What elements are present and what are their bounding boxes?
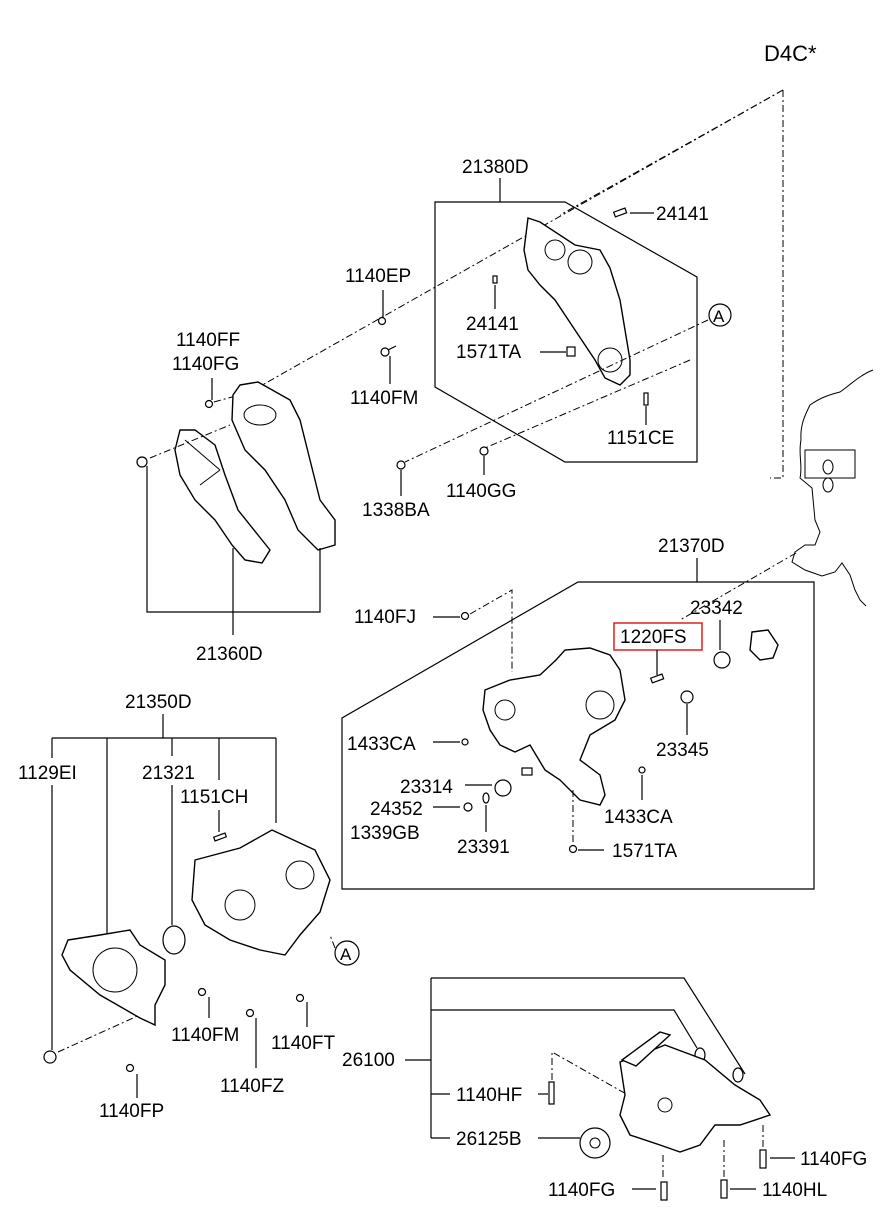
ref-marker-A-top (708, 303, 732, 327)
part-label-23391: 23391 (457, 837, 510, 858)
part-label-1151CH: 1151CH (180, 787, 248, 808)
engine-code-label: D4C* (764, 41, 817, 66)
part-label-23345: 23345 (656, 740, 709, 761)
assembly-label-21370D: 21370D (658, 536, 725, 557)
ref-marker-A-bottom-label: A (340, 945, 352, 964)
part-label-1140HF: 1140HF (456, 1085, 522, 1106)
engine-block-outline (791, 369, 874, 607)
part-label-23342: 23342 (690, 598, 743, 619)
group-21380D: 21380D 24141 1140EP 24141 1571TA 1140FM … (345, 157, 732, 521)
main-case-part (191, 829, 331, 956)
highlight-box-1220FS (613, 622, 703, 651)
part-label-23314: 23314 (400, 777, 453, 798)
part-label-1140GG: 1140GG (446, 481, 516, 502)
part-label-21321: 21321 (142, 763, 195, 784)
group-26100: 26100 1140HF 26125B 1140FG 1140FG 1140H (342, 977, 867, 1201)
assembly-label-26100: 26100 (342, 1050, 395, 1071)
group-21370D: 21370D 1140FJ 23342 1220FS 23345 1433CA … (341, 536, 815, 890)
assembly-label-21360D: 21360D (196, 644, 263, 665)
rear-timing-cover-part (523, 217, 631, 386)
part-label-26125B: 26125B (456, 1129, 522, 1150)
part-label-24141-b: 24141 (466, 314, 519, 335)
part-label-1140FJ: 1140FJ (354, 607, 416, 628)
oil-seal-part (162, 925, 186, 955)
front-case-part (482, 647, 626, 806)
group-21360D: 1140FF 1140FG 21360D (136, 330, 336, 665)
upper-timing-cover-part (231, 381, 336, 551)
part-label-1140FP: 1140FP (99, 1101, 164, 1122)
part-label-1571TA: 1571TA (456, 342, 521, 363)
part-label-1433CA-a: 1433CA (347, 734, 416, 755)
part-label-1140FZ: 1140FZ (220, 1076, 284, 1097)
assembly-label-21350D: 21350D (125, 692, 192, 713)
oil-pump-body-part (619, 1044, 772, 1153)
part-label-1140EP: 1140EP (345, 266, 411, 287)
part-label-1140HL: 1140HL (762, 1180, 827, 1201)
ref-marker-A-bottom (334, 940, 360, 966)
part-label-1220FS: 1220FS (620, 627, 687, 648)
oil-pump-sprocket-part (579, 1127, 611, 1159)
part-label-1338BA: 1338BA (362, 500, 430, 521)
gasket-part (61, 929, 166, 1027)
lower-timing-cover-part (174, 429, 271, 564)
part-label-1433CA-b: 1433CA (604, 807, 673, 828)
assembly-label-21380D: 21380D (462, 157, 529, 178)
part-label-1140FF: 1140FF (176, 330, 240, 351)
part-label-1140FG: 1140FG (172, 354, 239, 375)
reference-lines (249, 89, 784, 479)
part-label-24352: 24352 (370, 799, 423, 820)
part-label-1140FM-a: 1140FM (350, 388, 418, 409)
part-label-1571TA-b: 1571TA (612, 841, 677, 862)
ref-marker-A-top-label: A (713, 307, 725, 326)
part-label-1140FG-b: 1140FG (800, 1149, 867, 1170)
part-label-1140FT: 1140FT (271, 1033, 335, 1054)
group-21350D: 21350D 1129EI 21321 1151CH A 1140FM (18, 692, 360, 1122)
oil-pump-cover-part (749, 629, 779, 661)
part-label-1151CE: 1151CE (607, 428, 674, 449)
part-label-1129EI: 1129EI (18, 763, 77, 784)
part-label-1140FM-b: 1140FM (171, 1025, 239, 1046)
part-label-24141-a: 24141 (656, 204, 709, 225)
part-label-1140FG-a: 1140FG (548, 1180, 615, 1201)
part-label-1339GB: 1339GB (350, 823, 420, 844)
